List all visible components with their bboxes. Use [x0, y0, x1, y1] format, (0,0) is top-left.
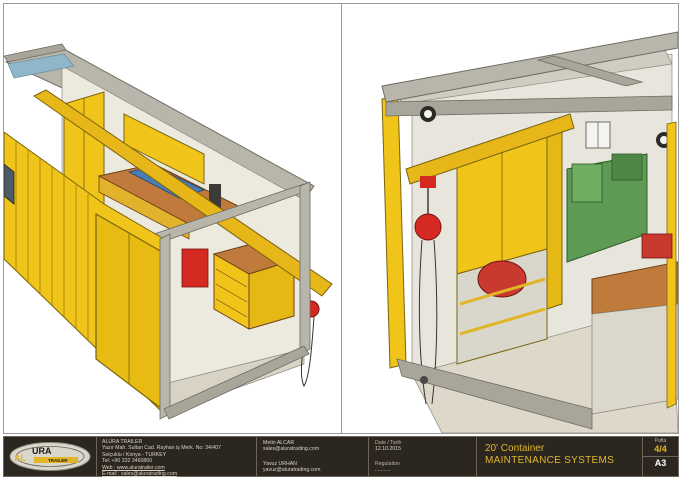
left-view-exterior-render [4, 4, 340, 433]
company-address-line2: Selçuklu / Konya - TURKEY [102, 451, 167, 458]
contact-1-email[interactable]: sales@aluratrading.com [263, 446, 320, 453]
title-block: AL URA TRAILER ALURA TRAILER Yazır Mah. … [3, 436, 679, 477]
right-view-interior-render [342, 4, 678, 433]
page-number: 4/4 [654, 444, 667, 454]
drawing-title-block: 20' Container MAINTENANCE SYSTEMS [477, 437, 643, 476]
regulation-value: ........... [375, 467, 391, 474]
contacts-block: Metin ALCAR sales@aluratrading.com Yavuz… [257, 437, 369, 476]
page-divider [643, 456, 678, 457]
contact-2-email[interactable]: yavuz@aluratrading.com [263, 467, 321, 474]
svg-text:TRAILER: TRAILER [48, 458, 68, 463]
view-divider [341, 3, 342, 434]
svg-text:AL: AL [14, 453, 26, 463]
contact-1-name: Metin ALCAR [263, 440, 295, 446]
date-value: 12.10.2015 [375, 446, 401, 453]
drawing-title-line2: MAINTENANCE SYSTEMS [485, 455, 615, 466]
company-address-line1: Yazır Mah. Sultan Cad. Rayhan iş Merk. N… [102, 445, 221, 452]
date-label: Date / Tarih [375, 440, 402, 446]
page-block: Pafta 4/4 A3 [643, 437, 678, 476]
regulation-label: Regulation [375, 460, 400, 467]
company-name: ALURA TRAILER [102, 439, 143, 445]
company-address-block: ALURA TRAILER Yazır Mah. Sultan Cad. Ray… [97, 437, 257, 478]
paper-size: A3 [654, 458, 667, 468]
contact-2-name: Yavuz URHAN [263, 460, 297, 467]
date-block: Date / Tarih 12.10.2015 Regulation .....… [369, 437, 477, 476]
company-web-link[interactable]: Web : www.aluratrailer.com [102, 464, 165, 471]
page-label: Pafta [654, 438, 667, 444]
company-phone: Tel: +90 332 3460860 [102, 458, 153, 465]
company-email-link[interactable]: E-mail : sales@aluratrading.com [102, 471, 178, 478]
company-logo: AL URA TRAILER [4, 437, 97, 476]
drawing-title-line1: 20' Container [485, 443, 545, 454]
svg-text:URA: URA [32, 446, 52, 456]
